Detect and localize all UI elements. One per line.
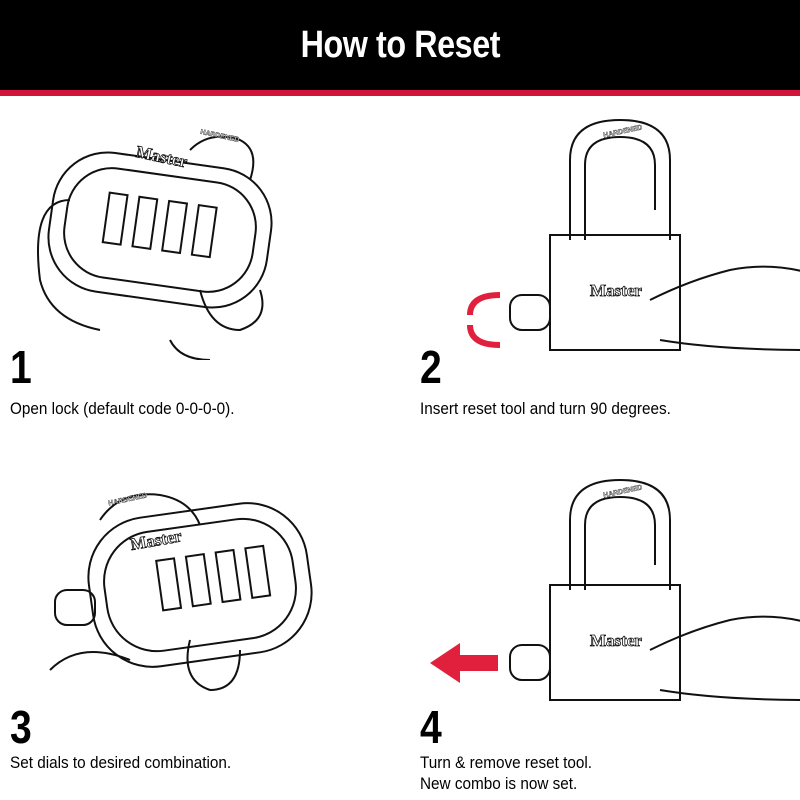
left-arrow-icon bbox=[430, 643, 498, 683]
step-description: Open lock (default code 0-0-0-0). bbox=[10, 399, 235, 418]
padlock-icon: Master HARDENED bbox=[430, 478, 800, 701]
dial-icon: Master HARDENED bbox=[49, 492, 313, 692]
step-number: 1 bbox=[10, 341, 32, 393]
brand-logo-text: Master bbox=[129, 526, 184, 554]
accent-divider bbox=[0, 90, 800, 96]
step-number: 2 bbox=[420, 341, 442, 393]
step-4: Master HARDENED 4 Turn & remove reset to… bbox=[420, 470, 800, 800]
header-bar: How to Reset bbox=[0, 0, 800, 90]
step-number: 3 bbox=[10, 701, 32, 753]
brand-logo-text: Master bbox=[590, 631, 642, 650]
padlock-icon: Master HARDENED bbox=[467, 118, 800, 351]
shackle-label: HARDENED bbox=[108, 492, 148, 507]
brand-logo-text: Master bbox=[134, 142, 189, 171]
step-description-line2: New combo is now set. bbox=[420, 774, 578, 793]
step-2: Master HARDENED 2 Insert reset tool and … bbox=[420, 110, 800, 440]
step-number: 4 bbox=[420, 701, 442, 753]
step-description: Turn & remove reset tool. bbox=[420, 753, 593, 772]
brand-logo-text: Master bbox=[590, 281, 642, 300]
step-3: Master HARDENED 3 Set dials to desired c… bbox=[10, 470, 400, 800]
page-title: How to Reset bbox=[300, 23, 500, 66]
shackle-label: HARDENED bbox=[200, 129, 240, 144]
open-lock-icon: Master HARDENED bbox=[37, 129, 273, 360]
step-description: Insert reset tool and turn 90 degrees. bbox=[420, 399, 671, 418]
step-description: Set dials to desired combination. bbox=[10, 753, 232, 772]
step-1: Master HARDENED 1 Open lock (default cod… bbox=[10, 110, 400, 440]
rotate-arrow-icon bbox=[467, 292, 501, 348]
